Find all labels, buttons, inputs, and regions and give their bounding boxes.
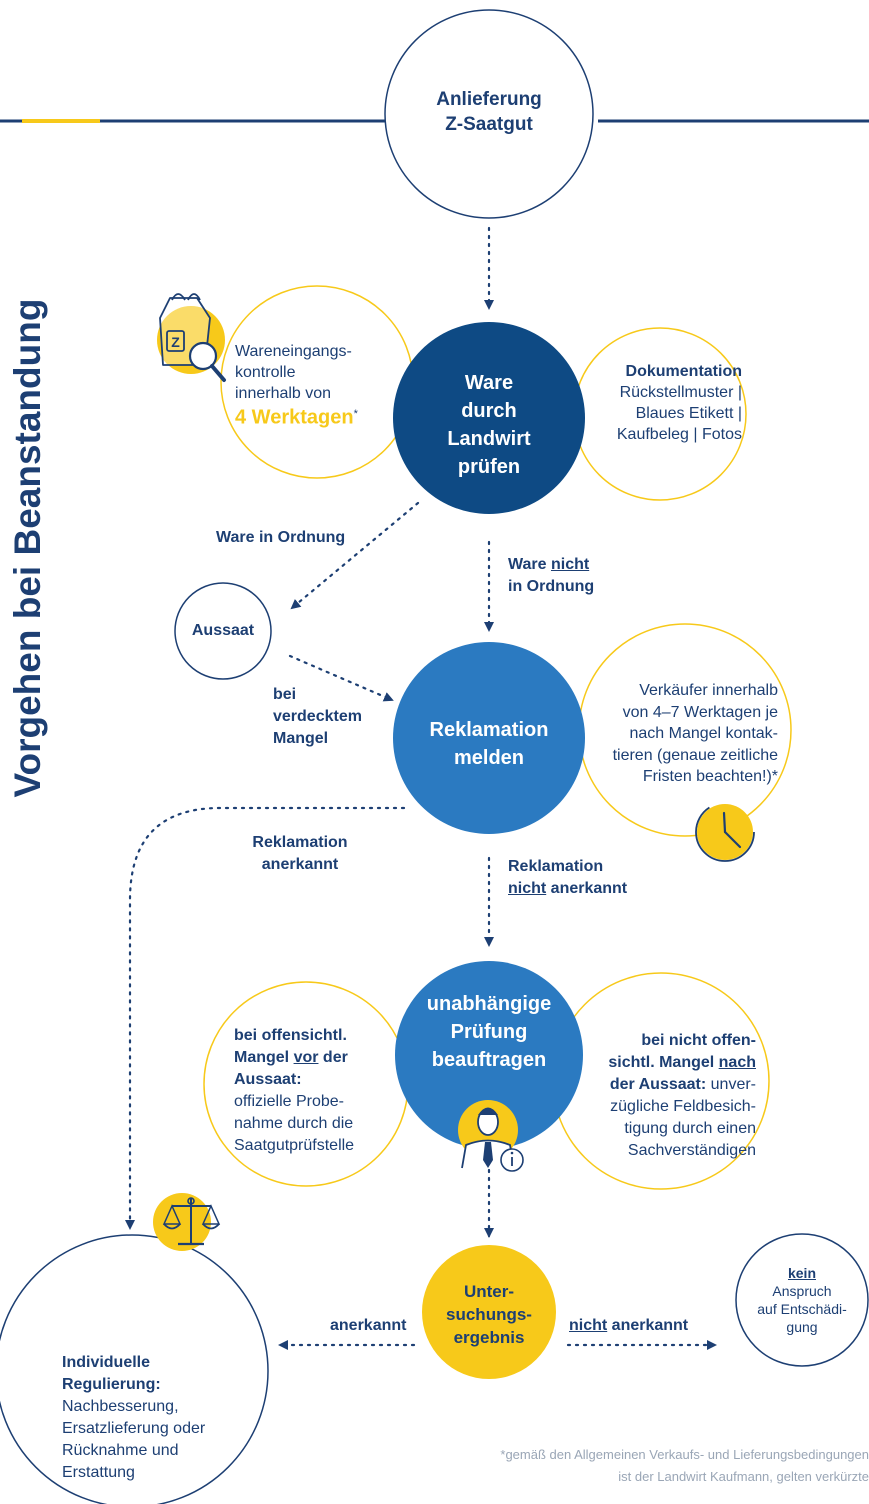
start-label: Anlieferung Z-Saatgut [436, 89, 542, 135]
ok-label: Ware in Ordnung [216, 529, 346, 546]
expert-person-info-icon [458, 1100, 524, 1172]
obvious-defect-text: bei offensichtl. Mangel vor der Aussaat:… [234, 1027, 355, 1154]
footnote: *gemäß den Allgemeinen Verkaufs- und Lie… [500, 1447, 869, 1484]
seller-contact-text: Verkäufer innerhalb von 4–7 Werktagen je… [612, 682, 778, 785]
result-circle [422, 1245, 556, 1379]
check-circle [393, 322, 585, 514]
report-label: Reklamation melden [429, 719, 549, 769]
hidden-defect-text: bei nicht offen- sichtl. Mangel nach der… [608, 1032, 756, 1159]
no-claim-text: kein Anspruch auf Entschädi- gung [757, 1265, 847, 1335]
arrow-accepted-to-regulation [125, 806, 406, 1230]
arrow-aussaat-to-report [288, 654, 394, 702]
not-ok-label: Ware nicht in Ordnung [508, 556, 595, 595]
aussaat-label: Aussaat [191, 622, 255, 639]
independent-circle [395, 961, 583, 1149]
independent-label: unabhängige Prüfung beauftragen [426, 993, 552, 1071]
result-not-accepted-label: nicht anerkannt [569, 1317, 689, 1334]
result-label: Unter- suchungs- ergebnis [446, 1282, 532, 1347]
result-accepted-label: anerkannt [330, 1317, 407, 1334]
svg-text:Z: Z [171, 334, 180, 350]
seed-bag-magnifier-icon: Z [157, 293, 226, 382]
aussaat-circle [174, 582, 272, 680]
accepted-label: Reklamation anerkannt [252, 834, 348, 873]
incoming-inspection-text: Wareneingangs- kontrolle innerhalb von 4… [235, 343, 358, 429]
scales-icon [153, 1193, 221, 1251]
regulation-circle [0, 1234, 269, 1504]
no-claim-circle [735, 1233, 869, 1367]
hidden-defect-label: bei verdecktem Mangel [273, 686, 362, 747]
check-label: Ware durch Landwirt prüfen [447, 372, 531, 478]
not-accepted-label: Reklamation nicht anerkannt [508, 858, 628, 897]
page-title: Vorgehen bei Beanstandung [7, 298, 48, 798]
documentation-text: Dokumentation Rückstellmuster | Blaues E… [616, 363, 742, 443]
arrow-ok-to-aussaat [290, 501, 420, 610]
deadline-highlight: 4 Werktagen [235, 406, 354, 429]
report-circle [393, 642, 585, 834]
clock-icon [695, 802, 755, 862]
start-circle [384, 9, 594, 219]
regulation-text: Individuelle Regulierung: Nachbesserung,… [62, 1354, 206, 1481]
